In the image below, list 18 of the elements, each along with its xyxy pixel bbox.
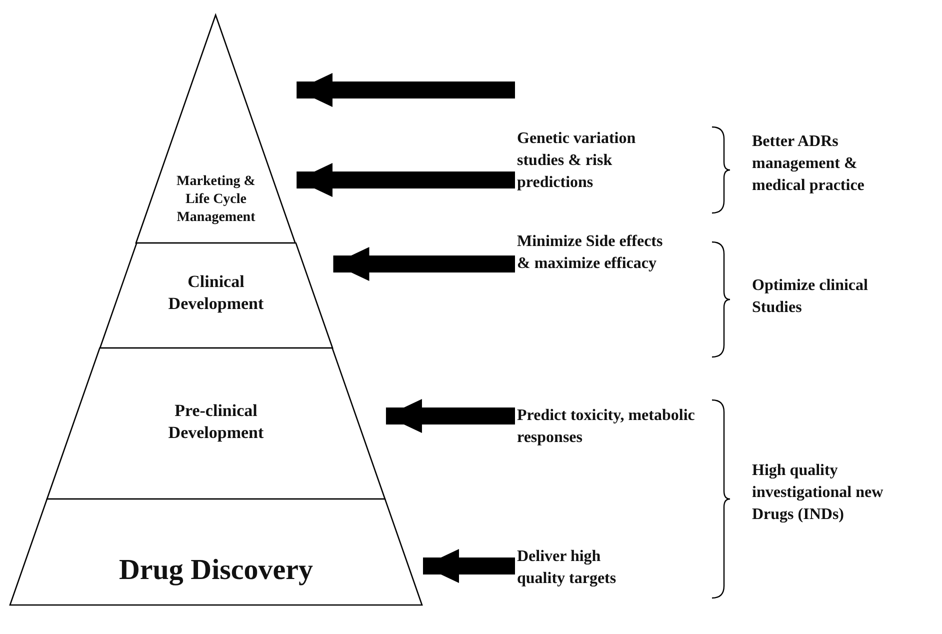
pyramid-tier <box>136 15 296 243</box>
annotation-text: Predict toxicity, metabolic responses <box>517 405 697 449</box>
arrow <box>386 399 515 433</box>
tier-label: Pre-clinical Development <box>167 400 265 444</box>
pyramid-tier <box>10 499 422 605</box>
tier-label: Marketing & Life Cycle Management <box>176 173 256 227</box>
annotation-text: Minimize Side effects & maximize efficacy <box>517 231 667 275</box>
annotation-text: Deliver high quality targets <box>517 546 637 590</box>
outcome-text: Optimize clinical Studies <box>752 276 869 318</box>
annotation-text: Genetic variation studies & risk predictions <box>517 128 657 194</box>
arrow <box>333 247 515 281</box>
tier-label: Drug Discovery <box>118 553 314 588</box>
outcome-text: Better ADRs management & medical practice <box>752 132 866 196</box>
tier-label: Clinical Development <box>167 271 265 315</box>
arrow <box>296 73 515 107</box>
arrow <box>423 549 515 583</box>
outcome-text: High quality investigational new Drugs (INDs) <box>752 461 884 525</box>
arrow <box>296 163 515 197</box>
